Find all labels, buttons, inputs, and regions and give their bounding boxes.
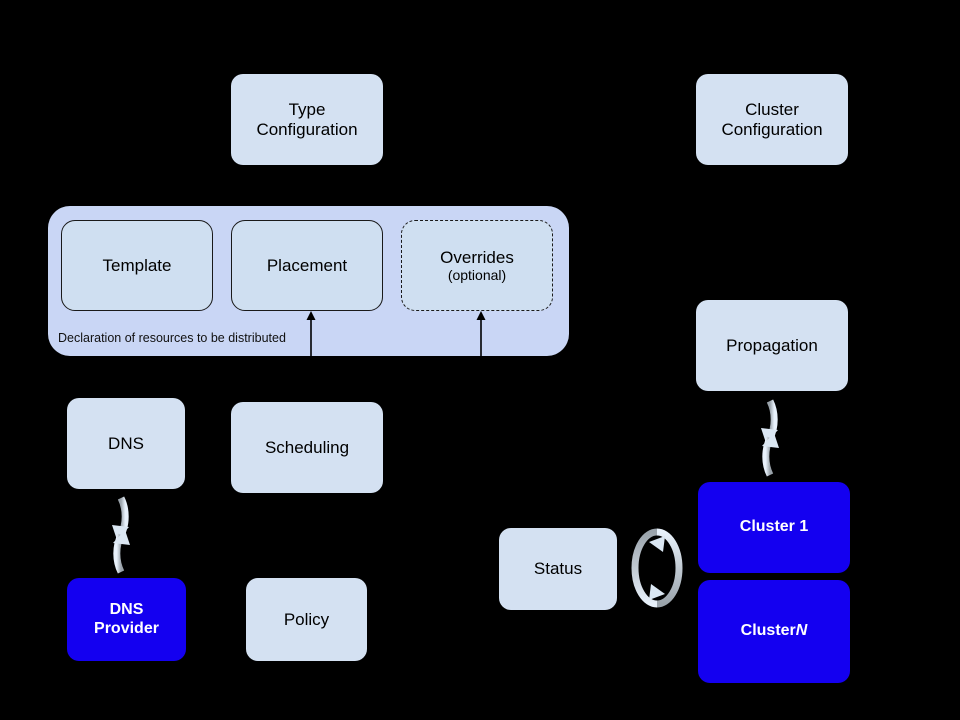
node-dns-provider-label-line2: Provider — [94, 619, 159, 637]
connector-scheduling-to-placement — [306, 311, 316, 402]
connector-policy-to-overrides — [476, 311, 486, 578]
sync-icon-status — [631, 528, 683, 608]
node-cluster-configuration-label-line2: Configuration — [721, 119, 823, 139]
node-cluster-n-index: N — [795, 622, 808, 640]
node-overrides-label: Overrides — [440, 247, 514, 267]
node-template[interactable]: Template — [61, 220, 213, 311]
node-dns[interactable]: DNS — [67, 398, 185, 489]
node-cluster-1[interactable]: Cluster 1 — [698, 482, 850, 573]
node-type-configuration-label-line2: Configuration — [256, 119, 358, 139]
node-template-label: Template — [102, 255, 172, 275]
node-scheduling[interactable]: Scheduling — [231, 402, 383, 493]
node-cluster-n-label: Cluster — [740, 622, 796, 640]
node-overrides[interactable]: Overrides (optional) — [401, 220, 553, 311]
node-status[interactable]: Status — [499, 528, 617, 610]
node-cluster-configuration-label-line1: Cluster — [745, 99, 799, 119]
node-cluster-configuration[interactable]: Cluster Configuration — [696, 74, 848, 165]
group-caption: Declaration of resources to be distribut… — [58, 331, 286, 345]
node-dns-provider[interactable]: DNS Provider — [67, 578, 186, 661]
node-policy[interactable]: Policy — [246, 578, 367, 661]
node-scheduling-label: Scheduling — [264, 437, 350, 457]
node-cluster-1-label: Cluster 1 — [739, 518, 809, 536]
node-propagation-label: Propagation — [726, 335, 818, 355]
node-cluster-n[interactable]: Cluster N — [698, 580, 850, 683]
node-type-configuration-label-line1: Type — [288, 99, 326, 119]
node-propagation[interactable]: Propagation — [696, 300, 848, 391]
node-type-configuration[interactable]: Type Configuration — [231, 74, 383, 165]
sync-icon-propagation — [761, 399, 779, 477]
node-dns-label: DNS — [108, 433, 144, 453]
sync-icon-dns — [112, 496, 130, 574]
node-status-label: Status — [533, 559, 583, 579]
node-policy-label: Policy — [283, 609, 330, 629]
node-placement-label: Placement — [266, 255, 348, 275]
node-placement[interactable]: Placement — [231, 220, 383, 311]
node-overrides-sublabel: (optional) — [447, 267, 507, 284]
node-dns-provider-label-line1: DNS — [109, 600, 144, 618]
